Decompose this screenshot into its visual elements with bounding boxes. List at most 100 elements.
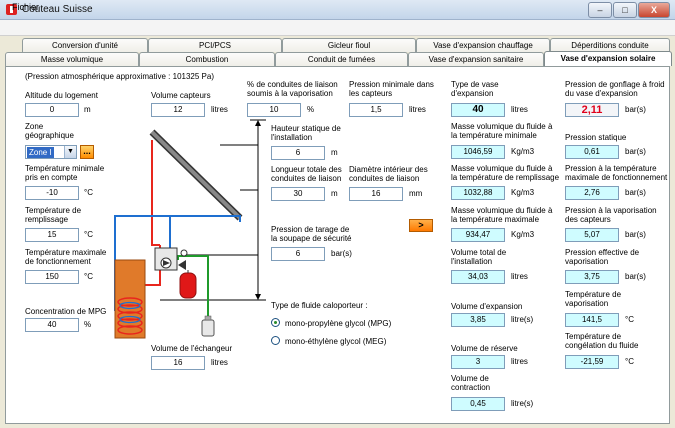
mpg-label: Concentration de MPG	[25, 307, 107, 316]
contraction-volume-value: 0,45	[451, 397, 505, 411]
static-height-label-2: l'installation	[271, 133, 313, 142]
tab-combustion[interactable]: Combustion	[139, 52, 275, 66]
tmin-label: Température minimale	[25, 164, 105, 173]
collector-volume-input[interactable]: 12	[151, 103, 205, 117]
collecting-bottle-icon	[201, 319, 215, 337]
density-max-unit: Kg/m3	[511, 230, 535, 239]
static-height-unit: m	[331, 148, 338, 157]
pipe-length-label: Longueur totale des	[271, 165, 342, 174]
tab-conversion-unite[interactable]: Conversion d'unité	[22, 38, 148, 52]
tab-masse-volumique[interactable]: Masse volumique	[5, 52, 139, 66]
close-button[interactable]: X	[638, 2, 670, 18]
expansion-volume-unit: litre(s)	[511, 315, 534, 324]
total-volume-label-2: l'installation	[451, 257, 493, 266]
contraction-volume-label: Volume de	[451, 374, 489, 383]
radio-meg[interactable]	[271, 336, 280, 345]
density-fill-unit: Kg/m3	[511, 188, 535, 197]
pipe-length-label-2: conduites de liaison	[271, 174, 342, 183]
minimize-button[interactable]: –	[588, 2, 612, 18]
static-height-input[interactable]: 6	[271, 146, 325, 160]
max-temp-pressure-unit: bar(s)	[625, 188, 646, 197]
freeze-temp-label: Température de	[565, 332, 622, 341]
contraction-volume-unit: litre(s)	[511, 399, 534, 408]
radio-mpg[interactable]	[271, 318, 280, 327]
radio-meg-label[interactable]: mono-éthylène glycol (MEG)	[285, 337, 387, 346]
static-height-label: Hauteur statique de	[271, 124, 341, 133]
max-temp-pressure-label: Pression à la température	[565, 164, 657, 173]
tab-vase-sanitaire[interactable]: Vase d'expansion sanitaire	[408, 52, 544, 66]
tmin-input[interactable]: -10	[25, 186, 79, 200]
vapor-pressure-label-2: des capteurs	[565, 215, 611, 224]
pipe-diameter-label-2: conduites de liaison	[349, 174, 420, 183]
collector-volume-label: Volume capteurs	[151, 91, 211, 100]
title-bar	[0, 0, 675, 20]
tab-vase-solaire[interactable]: Vase d'expansion solaire	[544, 51, 672, 66]
valve-pressure-input[interactable]: 6	[271, 247, 325, 261]
density-fill-label-2: la température de remplissage	[451, 173, 560, 182]
vapor-temp-label-2: vaporisation	[565, 299, 609, 308]
density-fill-label: Masse volumique du fluide à	[451, 164, 553, 173]
tab-conduit-fumees[interactable]: Conduit de fumées	[275, 52, 408, 66]
tab-vase-chauffage[interactable]: Vase d'expansion chauffage	[416, 38, 550, 52]
max-temp-pressure-value: 2,76	[565, 186, 619, 200]
density-min-label: Masse volumique du fluide à	[451, 122, 553, 131]
chevron-down-icon[interactable]: ▼	[64, 146, 76, 158]
tab-deperditions[interactable]: Déperditions conduite	[550, 38, 670, 52]
pct-pipes-input[interactable]: 10	[247, 103, 301, 117]
menu-file[interactable]: Fichier	[12, 2, 40, 12]
min-pressure-label: Pression minimale dans	[349, 80, 434, 89]
mpg-input[interactable]: 40	[25, 318, 79, 332]
arrow-down-icon	[255, 294, 261, 300]
density-min-label-2: la température minimale	[451, 131, 537, 140]
total-volume-label: Volume total de	[451, 248, 507, 257]
maximize-button[interactable]: □	[613, 2, 637, 18]
max-temp-pressure-label-2: maximale de fonctionnement	[565, 173, 668, 182]
swiss-knife-icon	[6, 4, 17, 15]
reserve-volume-label: Volume de réserve	[451, 344, 518, 353]
exchanger-volume-label: Volume de l'échangeur	[151, 344, 233, 353]
pipe-diameter-label: Diamètre intérieur des	[349, 165, 428, 174]
zone-label: Zone	[25, 122, 44, 131]
exchanger-volume-input[interactable]: 16	[151, 356, 205, 370]
valve-pressure-label-2: la soupape de sécurité	[271, 234, 352, 243]
zone-info-button[interactable]: ...	[80, 145, 94, 159]
radio-mpg-label[interactable]: mono-propylène glycol (MPG)	[285, 319, 392, 328]
density-min-unit: Kg/m3	[511, 147, 535, 156]
tmin-label-2: pris en compte	[25, 173, 78, 182]
pipe-length-input[interactable]: 30	[271, 187, 325, 201]
tab-pci-pcs[interactable]: PCI/PCS	[148, 38, 282, 52]
effective-pressure-label-2: vaporisation	[565, 257, 609, 266]
safety-valve-icon	[178, 260, 186, 270]
exchanger-coil-icon	[117, 297, 143, 335]
vapor-temp-value: 141,5	[565, 313, 619, 327]
exchanger-volume-unit: litres	[211, 358, 228, 367]
altitude-input[interactable]: 0	[25, 103, 79, 117]
tfill-label-2: remplissage	[25, 215, 69, 224]
cold-pressure-label-2: du vase d'expansion	[565, 89, 638, 98]
altitude-unit: m	[84, 105, 91, 114]
min-pressure-input[interactable]: 1,5	[349, 103, 403, 117]
cold-pressure-label: Pression de gonflage à froid	[565, 80, 665, 89]
static-pressure-value: 0,61	[565, 145, 619, 159]
tmax-label-2: de fonctionnement	[25, 257, 91, 266]
tfill-input[interactable]: 15	[25, 228, 79, 242]
freeze-temp-unit: °C	[625, 357, 634, 366]
gauge-icon	[180, 249, 188, 257]
window-title: Couteau Suisse	[22, 4, 93, 15]
compute-button[interactable]: >	[409, 219, 433, 232]
altitude-label: Altitude du logement	[25, 91, 98, 100]
tfill-unit: °C	[84, 230, 93, 239]
tab-gicleur-fioul[interactable]: Gicleur fioul	[282, 38, 416, 52]
expansion-vessel-icon	[179, 272, 197, 299]
solar-system-diagram	[114, 119, 266, 339]
hot-pipe	[151, 140, 160, 246]
zone-label-2: géographique	[25, 131, 74, 140]
vessel-type-value: 40	[451, 103, 505, 117]
contraction-volume-label-2: contraction	[451, 383, 491, 392]
tmax-input[interactable]: 150	[25, 270, 79, 284]
pipe-length-unit: m	[331, 189, 338, 198]
pressure-note: (Pression atmosphérique approximative : …	[25, 72, 214, 81]
freeze-temp-label-2: congélation du fluide	[565, 341, 639, 350]
pipe-diameter-input[interactable]: 16	[349, 187, 403, 201]
valve-pressure-unit: bar(s)	[331, 249, 352, 258]
